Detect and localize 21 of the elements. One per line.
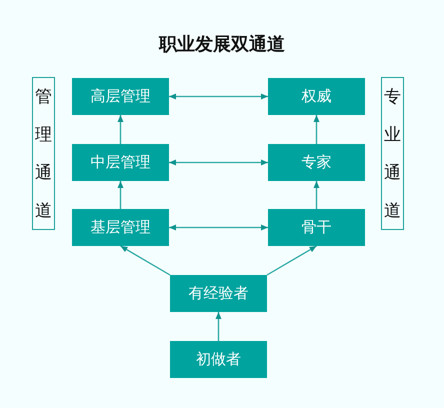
arrow	[314, 181, 320, 209]
vertical-label-box: 管理通道	[32, 77, 55, 230]
process-box: 基层管理	[72, 209, 169, 246]
arrow	[314, 115, 320, 144]
process-box: 有经验者	[170, 275, 267, 312]
process-box: 中层管理	[72, 144, 169, 181]
process-box: 高层管理	[72, 78, 169, 115]
process-box: 初做者	[170, 341, 267, 378]
double-arrow	[169, 224, 268, 230]
title: 职业发展双通道	[159, 33, 285, 57]
arrow	[266, 245, 317, 276]
process-box: 权威	[268, 78, 365, 115]
process-box: 专家	[268, 144, 365, 181]
vertical-label-box: 专业通道	[381, 77, 404, 230]
double-arrow	[169, 160, 268, 166]
arrow	[120, 245, 170, 276]
double-arrow	[169, 94, 268, 100]
arrow	[118, 181, 124, 209]
arrow	[118, 115, 124, 144]
process-box: 骨干	[268, 209, 365, 246]
arrow	[216, 312, 222, 341]
